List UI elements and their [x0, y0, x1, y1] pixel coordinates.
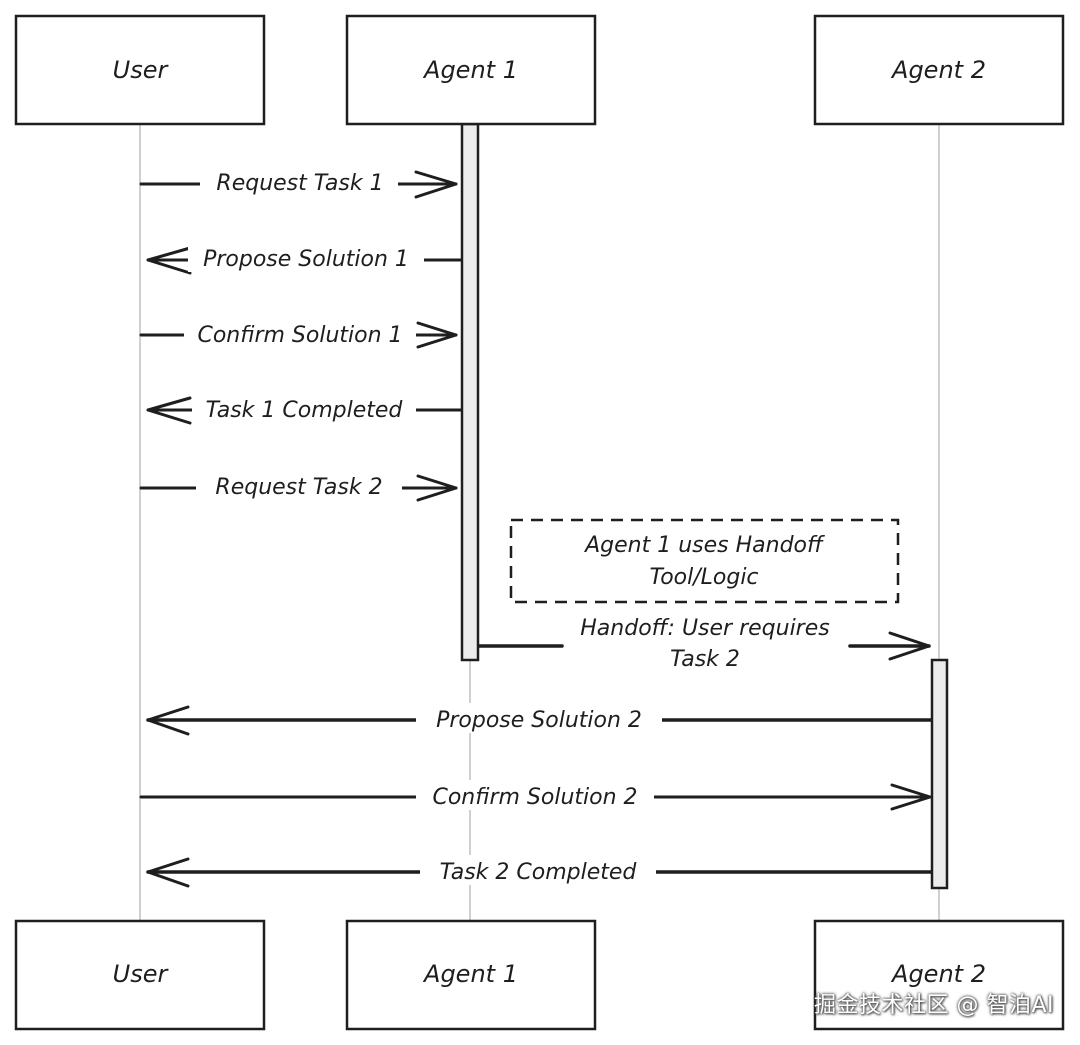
- message-propose-solution-1: Propose Solution 1: [146, 242, 463, 275]
- participant-user-top: User: [14, 14, 266, 126]
- arrow-head-right-icon: [416, 474, 458, 502]
- message-label-line-2: Task 2: [670, 647, 740, 672]
- arrow-head-right-icon: [414, 170, 458, 199]
- message-label: Task 2 Completed: [440, 860, 638, 885]
- message-label: Propose Solution 2: [436, 708, 642, 733]
- participant-agent1-top-label: Agent 1: [422, 56, 518, 84]
- message-propose-solution-2: Propose Solution 2: [146, 703, 933, 736]
- participant-agent2-bottom: Agent 2: [813, 919, 1065, 1031]
- arrow-head-right-icon: [416, 321, 458, 349]
- participant-user-bottom-label: User: [113, 960, 170, 988]
- message-request-task-1: Request Task 1: [139, 166, 458, 199]
- arrow-head-left-icon: [146, 705, 190, 736]
- message-label: Confirm Solution 2: [432, 785, 637, 810]
- participant-agent2-bottom-label: Agent 2: [890, 960, 986, 988]
- message-confirm-solution-1: Confirm Solution 1: [139, 318, 458, 349]
- message-task-2-completed: Task 2 Completed: [146, 855, 933, 888]
- message-label-line-1: Handoff: User requires: [580, 616, 829, 641]
- activation-agent1: [460, 122, 480, 662]
- participant-user-top-label: User: [113, 56, 170, 84]
- message-label: Request Task 1: [216, 171, 383, 196]
- message-label: Propose Solution 1: [203, 247, 409, 272]
- message-task-1-completed: Task 1 Completed: [146, 393, 463, 425]
- arrow-head-left-icon: [146, 857, 190, 888]
- arrow-head-left-icon: [146, 246, 192, 275]
- message-label: Task 1 Completed: [206, 398, 404, 423]
- activation-agent2: [930, 658, 949, 890]
- message-label: Request Task 2: [215, 475, 382, 500]
- watermark: 掘金技术社区 @ 智泊AI: [813, 993, 1054, 1018]
- participant-user-bottom: User: [14, 919, 266, 1031]
- arrow-head-left-icon: [146, 396, 192, 425]
- message-request-task-2: Request Task 2: [139, 470, 458, 502]
- note-line-2: Tool/Logic: [649, 565, 758, 590]
- participant-agent1-bottom: Agent 1: [345, 919, 597, 1031]
- participant-agent2-top: Agent 2: [813, 14, 1065, 126]
- note-line-1: Agent 1 uses Handoff: [583, 533, 825, 558]
- participant-agent1-bottom-label: Agent 1: [422, 960, 518, 988]
- message-handoff: Handoff: User requires Task 2: [477, 616, 931, 672]
- arrow-head-right-icon: [890, 783, 932, 811]
- participant-agent2-top-label: Agent 2: [890, 56, 986, 84]
- participant-agent1-top: Agent 1: [345, 14, 597, 126]
- arrow-head-right-icon: [888, 631, 931, 661]
- message-confirm-solution-2: Confirm Solution 2: [139, 780, 932, 811]
- message-label: Confirm Solution 1: [197, 323, 402, 348]
- handoff-note: Agent 1 uses Handoff Tool/Logic: [509, 518, 900, 604]
